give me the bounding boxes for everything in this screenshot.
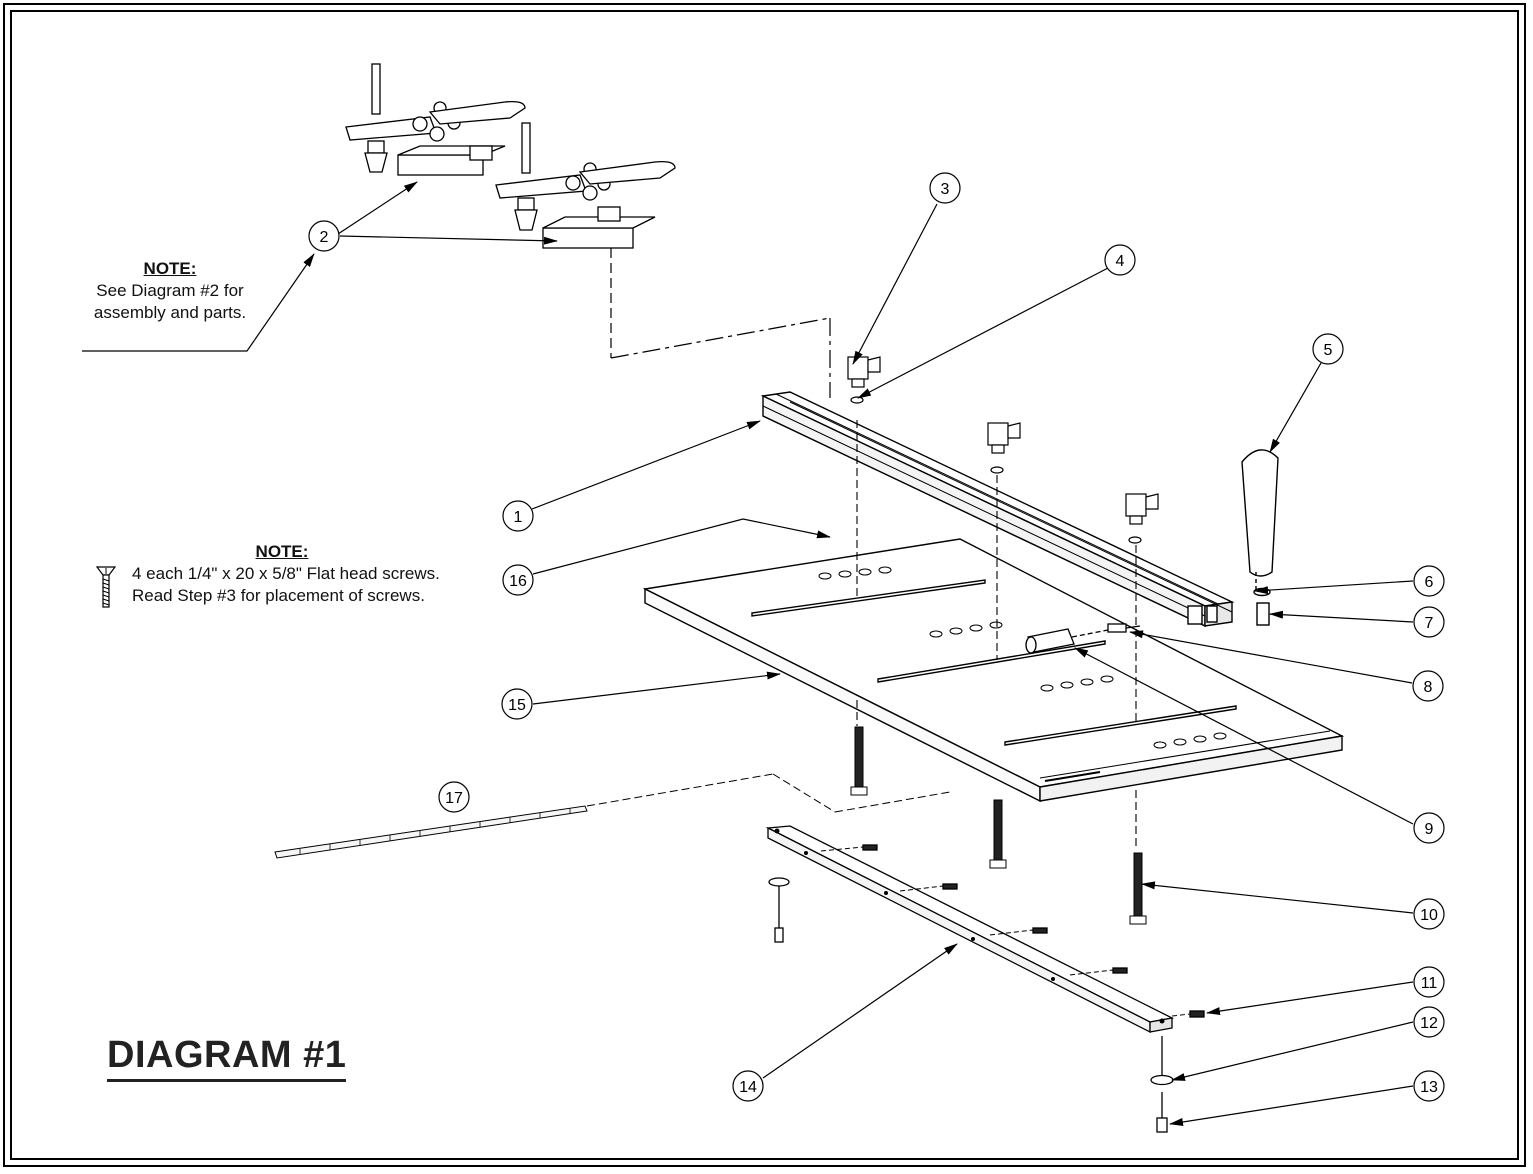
base-plate <box>642 538 1345 803</box>
outer-border <box>3 3 1526 1167</box>
callout-9: 9 <box>1413 812 1445 844</box>
svg-text:1: 1 <box>514 509 523 526</box>
svg-text:11: 11 <box>1421 975 1438 992</box>
svg-text:10: 10 <box>1420 907 1438 924</box>
measuring-tape <box>274 773 951 859</box>
threaded-studs <box>850 726 1147 925</box>
callout-16: 16 <box>502 564 534 596</box>
callout-17: 17 <box>438 781 470 813</box>
wing-nut-assemblies <box>847 356 1159 544</box>
callout-14: 14 <box>732 1070 764 1102</box>
callout-1: 1 <box>502 500 534 532</box>
stop-block <box>1025 623 1141 654</box>
diagram-title: DIAGRAM #1 <box>107 1034 347 1082</box>
callout-bubbles: 1 2 3 4 5 6 7 8 9 10 11 12 13 14 15 16 1… <box>308 172 1445 1102</box>
callout-7: 7 <box>1413 606 1445 638</box>
svg-text:15: 15 <box>508 697 526 714</box>
svg-text:5: 5 <box>1324 342 1333 359</box>
handle-knob <box>1241 449 1279 626</box>
svg-text:13: 13 <box>1420 1079 1438 1096</box>
note-see-diagram-2: NOTE: See Diagram #2 for assembly and pa… <box>70 258 270 324</box>
svg-text:17: 17 <box>445 790 463 807</box>
bottom-bar <box>765 825 1205 1133</box>
flat-head-screw-icon <box>96 566 116 608</box>
callout-12: 12 <box>1413 1006 1445 1038</box>
callout-4: 4 <box>1104 244 1136 276</box>
note-screws: NOTE: 4 each 1/4" x 20 x 5/8" Flat head … <box>132 541 492 607</box>
callout-5: 5 <box>1312 333 1344 365</box>
note-line: 4 each 1/4" x 20 x 5/8" Flat head screws… <box>132 564 440 583</box>
svg-text:12: 12 <box>1420 1015 1438 1032</box>
callout-11: 11 <box>1413 966 1445 998</box>
inner-border <box>10 10 1519 1160</box>
svg-text:7: 7 <box>1425 615 1434 632</box>
note-heading: NOTE: <box>143 259 197 278</box>
note-heading: NOTE: <box>255 542 309 561</box>
callout-10: 10 <box>1413 898 1445 930</box>
svg-text:2: 2 <box>320 229 329 246</box>
callout-13: 13 <box>1413 1070 1445 1102</box>
svg-text:3: 3 <box>941 181 950 198</box>
svg-text:4: 4 <box>1116 253 1125 270</box>
note-leader-line <box>82 253 315 352</box>
svg-text:9: 9 <box>1425 821 1434 838</box>
toggle-clamp-assemblies <box>345 63 831 398</box>
note-line: See Diagram #2 for <box>96 281 244 300</box>
callout-15: 15 <box>501 688 533 720</box>
svg-text:14: 14 <box>739 1079 757 1096</box>
svg-text:8: 8 <box>1424 679 1433 696</box>
leader-lines <box>337 181 1414 1126</box>
svg-text:6: 6 <box>1425 574 1434 591</box>
svg-text:16: 16 <box>509 573 527 590</box>
callout-2: 2 <box>308 220 340 252</box>
note-line: assembly and parts. <box>93 303 247 322</box>
callout-8: 8 <box>1412 670 1444 702</box>
callout-6: 6 <box>1413 565 1445 597</box>
note-line: Read Step #3 for placement of screws. <box>132 586 425 605</box>
callout-3: 3 <box>929 172 961 204</box>
